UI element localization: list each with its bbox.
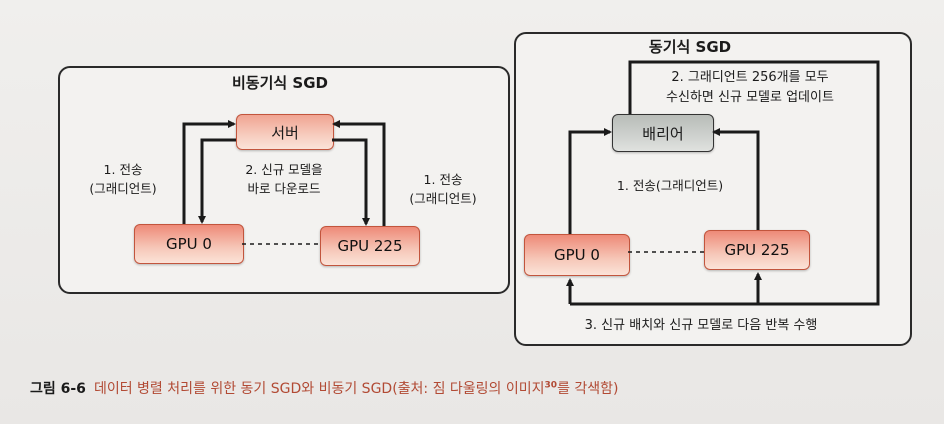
sync-top-label-line1: 2. 그래디언트 256개를 모두 [671, 70, 829, 85]
async-panel-title: 비동기식 SGD [232, 74, 328, 92]
caption-label: 그림 6-6 [30, 381, 86, 397]
async-server-to-gpu0-arrow [198, 138, 236, 224]
async-middle-label-line1: 2. 신규 모델을 [245, 162, 323, 177]
async-middle-label-line2: 바로 다운로드 [247, 181, 321, 197]
caption-text: 데이터 병렬 처리를 위한 동기 SGD와 비동기 SGD(출처: 짐 다울링의… [93, 381, 545, 397]
caption-superscript: 30 [544, 380, 558, 391]
async-left-label-line1: 1. 전송 [103, 162, 143, 177]
sync-gpu225-to-barrier-arrow [712, 128, 760, 230]
sync-sgd-panel [514, 32, 912, 346]
sync-panel-title: 동기식 SGD [648, 38, 732, 56]
sync-top-label: 2. 그래디언트 256개를 모두 수신하면 신규 모델로 업데이트 [640, 68, 860, 108]
sync-bottom-label: 3. 신규 배치와 신규 모델로 다음 반복 수행 [584, 318, 818, 333]
async-gpu-0-node: GPU 0 [134, 224, 244, 264]
async-left-label-line2: (그래디언트) [89, 181, 157, 197]
sync-top-label-line2: 수신하면 신규 모델로 업데이트 [666, 90, 834, 106]
async-sgd-panel [58, 66, 510, 294]
sync-gpu-225-node: GPU 225 [704, 230, 810, 270]
sync-gpu-0-node: GPU 0 [524, 234, 630, 276]
async-gpu225-to-server-arrow [332, 120, 386, 226]
server-node: 서버 [236, 114, 334, 150]
sync-gpu0-to-barrier-arrow [568, 128, 612, 234]
async-left-label: 1. 전송 (그래디언트) [78, 160, 168, 199]
async-gpu-225-node: GPU 225 [320, 226, 420, 266]
async-middle-label: 2. 신규 모델을 바로 다운로드 [234, 160, 334, 199]
figure-caption: 그림 6-6 데이터 병렬 처리를 위한 동기 SGD와 비동기 SGD(출처: … [30, 378, 619, 398]
sync-middle-label: 1. 전송(그래디언트) [616, 178, 724, 193]
async-right-label-line1: 1. 전송 [423, 172, 463, 187]
async-right-label: 1. 전송 (그래디언트) [398, 170, 488, 209]
async-gpu0-to-server-arrow [182, 120, 236, 224]
sync-update-loop-line [570, 60, 880, 306]
caption-text-end: 를 각색함) [557, 381, 619, 397]
async-right-label-line2: (그래디언트) [409, 191, 477, 207]
async-server-to-gpu225-arrow [332, 138, 370, 226]
